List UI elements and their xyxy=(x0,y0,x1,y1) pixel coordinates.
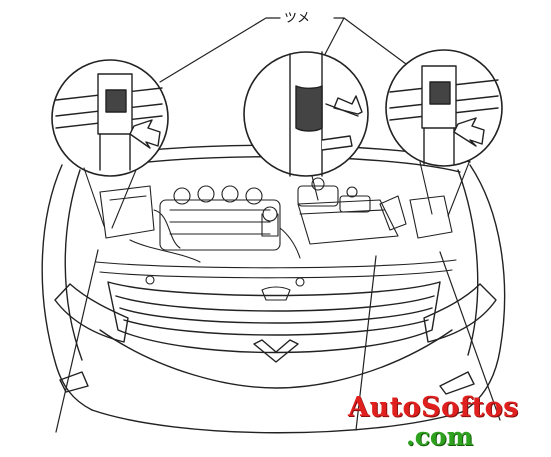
watermark-brand: AutoSoftos xyxy=(348,392,519,423)
detail-pointer-lines xyxy=(83,159,471,229)
callout-label: ツメ xyxy=(284,11,311,26)
lower-leader-lines xyxy=(55,249,501,433)
watermark-domain: .com xyxy=(406,422,474,451)
front-grille xyxy=(107,281,441,363)
engine-components xyxy=(95,177,457,301)
clip-detail-center-icon xyxy=(243,51,369,177)
clip-detail-left-icon xyxy=(51,59,169,177)
vehicle-body xyxy=(41,164,506,434)
clip-detail-right-icon xyxy=(385,49,503,167)
callout-leader-lines xyxy=(159,17,407,83)
